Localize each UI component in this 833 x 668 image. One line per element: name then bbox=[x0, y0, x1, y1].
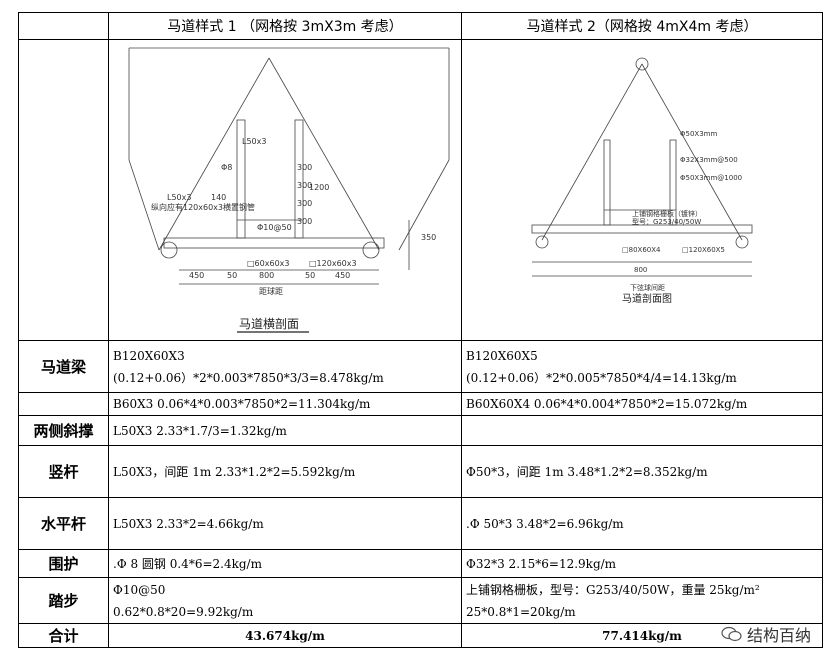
drawing-1-label: □60x60x3 bbox=[247, 259, 289, 268]
drawing-1-label: 300 bbox=[297, 163, 312, 172]
header-style-2: 马道样式 2（网格按 4mX4m 考虑） bbox=[461, 12, 823, 40]
drawing-2-label: 800 bbox=[634, 266, 647, 274]
cell-text: L50X3，间距 1m 2.33*1.2*2=5.592kg/m bbox=[113, 464, 356, 479]
drawing-1-label: 350 bbox=[421, 233, 436, 242]
cell-text: B60X3 0.06*4*0.003*7850*2=11.304kg/m bbox=[113, 397, 371, 411]
table-row: 水平杆 L50X3 2.33*2=4.66kg/m .Φ 50*3 3.48*2=6… bbox=[18, 497, 823, 550]
style-1-cell: Φ10@50 0.62*0.8*20=9.92kg/m bbox=[108, 577, 462, 624]
header-style-1: 马道样式 1 （网格按 3mX3m 考虑） bbox=[108, 12, 462, 40]
cell-text: Φ50*3，间距 1m 3.48*1.2*2=8.352kg/m bbox=[466, 464, 708, 479]
drawing-1-svg: L50x33003003003001200Φ8Φ10@50L50x3纵向应有12… bbox=[128, 47, 450, 333]
cell-text: Φ32*3 2.15*6=12.9kg/m bbox=[466, 556, 617, 571]
header-row: 马道样式 1 （网格按 3mX3m 考虑） 马道样式 2（网格按 4mX4m 考… bbox=[18, 12, 823, 40]
table-row: 两侧斜撑 L50X3 2.33*1.7/3=1.32kg/m bbox=[18, 415, 823, 446]
table-row: 竖杆 L50X3，间距 1m 2.33*1.2*2=5.592kg/m Φ50*3，… bbox=[18, 445, 823, 498]
cell-text: Φ10@50 bbox=[113, 582, 166, 597]
cell-text: B60X60X4 0.06*4*0.004*7850*2=15.072kg/m bbox=[466, 397, 748, 411]
drawing-2-label: □80X60X4 bbox=[622, 246, 661, 254]
cell-text: 77.414kg/m bbox=[602, 628, 682, 643]
drawing-1-label: 300 bbox=[297, 217, 312, 226]
drawing-1-label: 纵向应有120x60x3横置钢管 bbox=[151, 202, 255, 212]
drawing-1-label: 140 bbox=[211, 193, 226, 202]
drawing-1-label: 50 bbox=[227, 271, 237, 280]
style-2-cell: .Φ 50*3 3.48*2=6.96kg/m bbox=[461, 497, 823, 550]
cell-text: 上铺钢格栅板，型号：G253/40/50W，重量 25kg/m² bbox=[466, 582, 760, 597]
drawing-2-label: 上铺钢格栅板（镀锌） bbox=[632, 209, 702, 218]
drawing-2-label: Φ32X3mm@500 bbox=[680, 156, 738, 164]
drawing-1-label: 300 bbox=[297, 181, 312, 190]
style-1-cell: L50X3 2.33*1.7/3=1.32kg/m bbox=[108, 415, 462, 446]
table-row: 合计 43.674kg/m 77.414kg/m bbox=[18, 623, 823, 648]
style-2-cell: Φ50*3，间距 1m 3.48*1.2*2=8.352kg/m bbox=[461, 445, 823, 498]
cell-text: 0.62*0.8*20=9.92kg/m bbox=[113, 604, 254, 619]
table-row: 围护 .Φ 8 圆钢 0.4*6=2.4kg/m Φ32*3 2.15*6=12.9… bbox=[18, 549, 823, 578]
drawing-1-label: 300 bbox=[297, 199, 312, 208]
cell-text: .Φ 8 圆钢 0.4*6=2.4kg/m bbox=[113, 556, 262, 571]
cell-text: B120X60X3 bbox=[113, 348, 185, 363]
drawing-1-label: L50x3 bbox=[167, 193, 191, 202]
table-row: B60X3 0.06*4*0.003*7850*2=11.304kg/m B60X… bbox=[18, 392, 823, 416]
style-1-cell: B120X60X3 (0.12+0.06）*2*0.003*7850*3/3=8.… bbox=[108, 340, 462, 393]
drawing-2-label: 型号：G253/40/50W bbox=[632, 217, 701, 226]
watermark: 结构百纳 bbox=[721, 622, 811, 646]
style-2-cell: B60X60X4 0.06*4*0.004*7850*2=15.072kg/m bbox=[461, 392, 823, 416]
drawing-1-label: L50x3 bbox=[242, 137, 266, 146]
drawing-1-label: 800 bbox=[259, 271, 274, 280]
style-2-cell: 77.414kg/m bbox=[461, 623, 823, 648]
cell-text: (0.12+0.06）*2*0.003*7850*3/3=8.478kg/m bbox=[113, 370, 384, 385]
cell-text: .Φ 50*3 3.48*2=6.96kg/m bbox=[466, 516, 624, 531]
drawing-1-label: 50 bbox=[305, 271, 315, 280]
spec-table: 马道样式 1 （网格按 3mX3m 考虑） 马道样式 2（网格按 4mX4m 考… bbox=[18, 12, 823, 648]
cell-text: B120X60X5 bbox=[466, 348, 538, 363]
style-1-cell: 43.674kg/m bbox=[108, 623, 462, 648]
drawing-2-label: Φ50X3mm bbox=[680, 130, 717, 138]
drawing-2-label: □120X60X5 bbox=[682, 246, 725, 254]
row-label: 两侧斜撑 bbox=[18, 415, 109, 446]
watermark-text: 结构百纳 bbox=[746, 626, 811, 645]
row-label: 踏步 bbox=[18, 577, 109, 624]
drawing-1-label: 450 bbox=[189, 271, 204, 280]
row-label: 合计 bbox=[18, 623, 109, 648]
drawing-1-label: Φ8 bbox=[221, 163, 232, 172]
row-label: 竖杆 bbox=[18, 445, 109, 498]
figure-row-label bbox=[18, 39, 109, 341]
style-1-cell: L50X3，间距 1m 2.33*1.2*2=5.592kg/m bbox=[108, 445, 462, 498]
cell-text: L50X3 2.33*2=4.66kg/m bbox=[113, 516, 264, 531]
drawing-1-label: Φ10@50 bbox=[257, 223, 292, 232]
drawing-1-label: 距球距 bbox=[259, 286, 283, 296]
drawing-1-caption: 马道横剖面 bbox=[239, 317, 299, 331]
header-blank bbox=[18, 12, 109, 40]
table-row: 马道梁 B120X60X3 (0.12+0.06）*2*0.003*7850*3/3… bbox=[18, 340, 823, 393]
cell-text: (0.12+0.06）*2*0.005*7850*4/4=14.13kg/m bbox=[466, 370, 737, 385]
drawing-2-label: 下弦球间距 bbox=[630, 283, 665, 292]
drawing-2-caption: 马道剖面图 bbox=[622, 292, 672, 305]
row-label: 马道梁 bbox=[18, 340, 109, 393]
style-1-cell: L50X3 2.33*2=4.66kg/m bbox=[108, 497, 462, 550]
drawing-1-label: 1200 bbox=[309, 183, 329, 192]
style-1-cell: .Φ 8 圆钢 0.4*6=2.4kg/m bbox=[108, 549, 462, 578]
row-label bbox=[18, 392, 109, 416]
style-2-cell: B120X60X5 (0.12+0.06）*2*0.005*7850*4/4=14… bbox=[461, 340, 823, 393]
row-label: 围护 bbox=[18, 549, 109, 578]
drawing-1-label: 450 bbox=[335, 271, 350, 280]
drawing-1-label: □120x60x3 bbox=[309, 259, 357, 268]
cell-text: 43.674kg/m bbox=[245, 628, 325, 643]
style-2-cell: Φ32*3 2.15*6=12.9kg/m bbox=[461, 549, 823, 578]
table-row: 踏步 Φ10@50 0.62*0.8*20=9.92kg/m 上铺钢格栅板，型号：G2… bbox=[18, 577, 823, 624]
wechat-icon bbox=[721, 626, 742, 642]
row-label: 水平杆 bbox=[18, 497, 109, 550]
style-1-cell: B60X3 0.06*4*0.003*7850*2=11.304kg/m bbox=[108, 392, 462, 416]
cell-text: 25*0.8*1=20kg/m bbox=[466, 604, 576, 619]
cell-text: L50X3 2.33*1.7/3=1.32kg/m bbox=[113, 423, 287, 438]
drawing-2-label: Φ50X3mm@1000 bbox=[680, 174, 742, 182]
style-2-cell: 上铺钢格栅板，型号：G253/40/50W，重量 25kg/m² 25*0.8*1… bbox=[461, 577, 823, 624]
style-2-cell bbox=[461, 415, 823, 446]
